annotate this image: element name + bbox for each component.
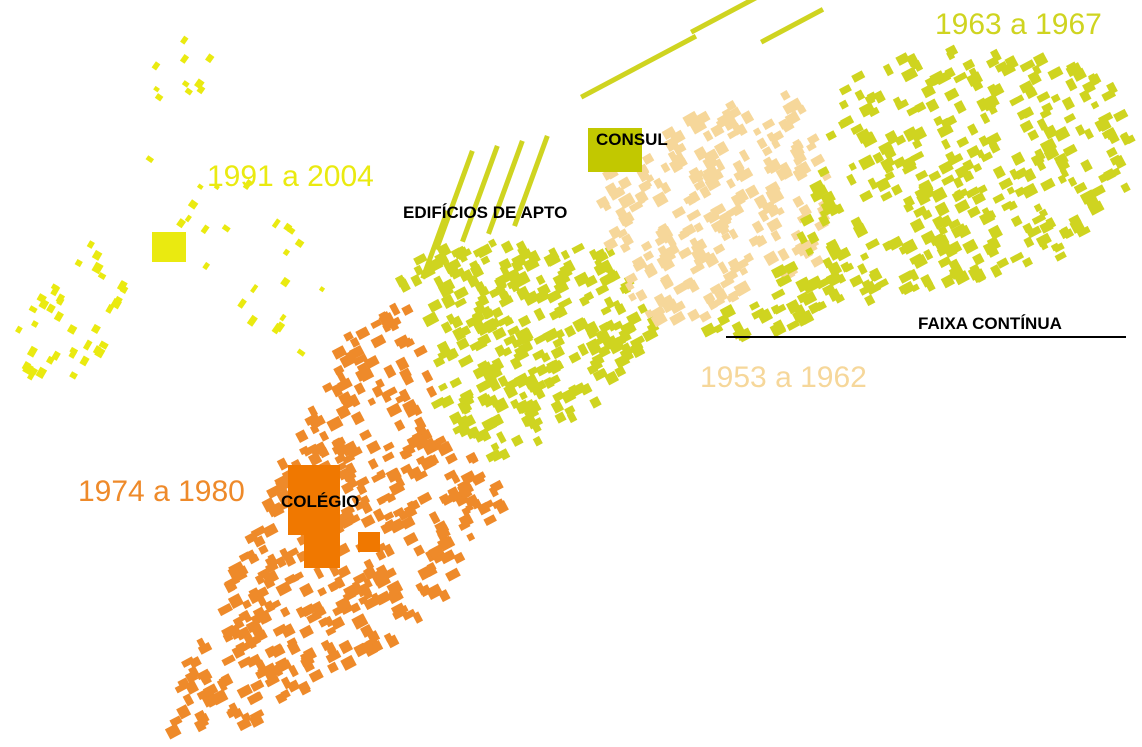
consul-building (588, 128, 642, 172)
period-label-1963-1967: 1963 a 1967 (935, 8, 1102, 41)
period-label-1991-2004: 1991 a 2004 (207, 160, 374, 193)
buildings-1991-2004 (15, 35, 326, 381)
label-consul: CONSUL (596, 130, 668, 149)
period-label-1974-1980: 1974 a 1980 (78, 475, 245, 508)
period-label-1953-1962: 1953 a 1962 (700, 361, 867, 394)
buildings-1953-1962 (595, 90, 833, 328)
label-colegio: COLÉGIO (281, 492, 360, 511)
label-edificios-de-apto: EDIFÍCIOS DE APTO (403, 203, 568, 222)
colegio-building (288, 465, 380, 568)
apartment-slab-buildings (152, 0, 825, 280)
faixa-continua-line (726, 336, 1126, 338)
buildings-1963-1967-west (394, 238, 660, 463)
buildings-1963-1967-east (700, 44, 1136, 343)
label-faixa-continua: FAIXA CONTÍNUA (918, 314, 1062, 333)
